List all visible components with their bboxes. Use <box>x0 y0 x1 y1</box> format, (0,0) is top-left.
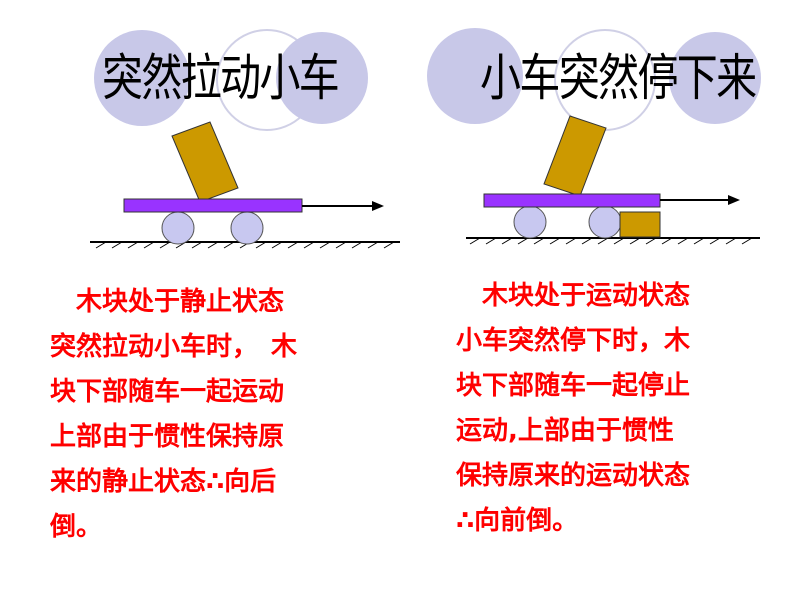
description-line: 来的静止状态∴向后 <box>50 467 277 497</box>
description-line: 小车突然停下时，木 <box>456 326 691 356</box>
cart-body <box>483 193 661 208</box>
ground-hatching <box>95 241 395 249</box>
wheel <box>161 211 195 245</box>
wood-block <box>171 121 239 203</box>
wheel <box>230 211 264 245</box>
ground-hatching <box>469 237 753 245</box>
description-line: 块下部随车一起运动 <box>50 377 285 407</box>
title-left: 突然拉动小车 <box>102 49 340 107</box>
title-bg-circle <box>669 32 761 124</box>
description-line: 倒。 <box>50 512 103 542</box>
description-line: 木块处于运动状态 <box>456 281 691 311</box>
wood-block <box>543 115 607 197</box>
description-left: 木块处于静止状态 突然拉动小车时， 木 块下部随车一起运动 上部由于惯性保持原 … <box>50 280 390 550</box>
scene-right <box>466 115 760 245</box>
wheel <box>588 205 622 239</box>
description-line: 突然拉动小车时， 木 <box>50 332 298 362</box>
title-bg-circle <box>276 32 368 124</box>
description-line: 运动,上部由于惯性 <box>456 416 674 446</box>
description-line: 保持原来的运动状态 <box>456 461 691 491</box>
wheel <box>513 205 547 239</box>
brake-block <box>619 211 661 238</box>
description-line: ∴向前倒。 <box>456 506 579 536</box>
scene-left <box>90 121 400 249</box>
motion-arrow-head <box>728 195 740 205</box>
description-line: 木块处于静止状态 <box>50 287 285 317</box>
description-line: 块下部随车一起停止 <box>456 371 691 401</box>
pull-arrow-head <box>372 201 384 211</box>
cart-body <box>123 198 303 213</box>
title-bg-circle <box>427 28 523 124</box>
title-right: 小车突然停下来 <box>480 49 757 107</box>
description-line: 上部由于惯性保持原 <box>50 422 285 452</box>
title-bg-circle <box>94 30 190 126</box>
description-right: 木块处于运动状态 小车突然停下时，木 块下部随车一起停止 运动,上部由于惯性 保… <box>456 274 786 544</box>
